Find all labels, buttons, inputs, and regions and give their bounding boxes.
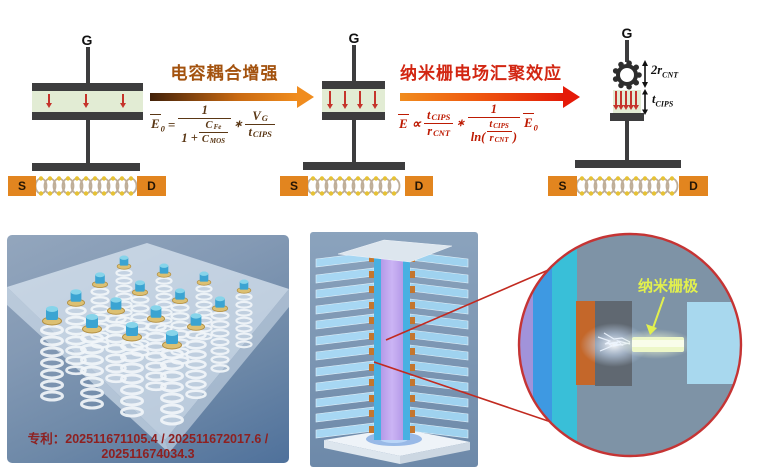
gate-stem-device3 (625, 40, 629, 62)
zoom-circle-border (517, 232, 743, 458)
field-arrow (341, 91, 348, 109)
eq2-multiply: ∗ (456, 118, 465, 130)
drain-contact-device3: D (679, 176, 708, 196)
gate-stem-device2 (352, 45, 356, 81)
field-arrow (82, 94, 89, 108)
dimension-arrow-cips (642, 89, 648, 115)
gate-label-device1: G (81, 32, 93, 48)
tower-top-face (337, 239, 453, 263)
step2-title: 纳米栅电场汇聚效应 (400, 64, 562, 83)
cnt-ring-icon (612, 60, 642, 90)
eq1-multiply: ∗ (234, 119, 243, 131)
patent-line-2: 202511674034.3 (101, 447, 195, 461)
strip-purple (519, 234, 533, 456)
pillar (40, 304, 64, 402)
eq2-rhs: E0 (523, 112, 538, 133)
field-arrow (119, 94, 126, 108)
stacked-tower-render (310, 232, 478, 467)
channel-electrode-device1 (32, 163, 140, 171)
substrate-left-face (7, 287, 169, 453)
drain-label: D (414, 179, 424, 193)
stem-device2 (352, 120, 356, 162)
process-arrow-2-head (563, 86, 580, 108)
field-arrow (371, 91, 378, 109)
stem-device1 (86, 120, 90, 163)
nano-gate-pointer (652, 296, 665, 329)
base-front-right (400, 442, 470, 464)
gate-stem-device1 (86, 47, 90, 83)
field-arrow (612, 91, 619, 110)
cnt-diameter-label: 2rCNT (651, 63, 679, 80)
patent-numbers: 专利：202511671105.4 / 202511672017.6 / 202… (7, 432, 289, 462)
dimension-arrow-cnt (642, 60, 648, 88)
eq1-equals: = (167, 116, 176, 132)
ferroelectric-layer-device3 (612, 90, 641, 113)
field-arrow (326, 91, 333, 109)
source-label: S (558, 179, 567, 193)
strip-blue (533, 234, 552, 456)
drain-contact-device1: D (137, 176, 166, 196)
step1-title: 电容耦合增强 (170, 64, 279, 83)
ferroelectric-layer-device1 (32, 91, 143, 112)
pillar-array-scene (7, 243, 289, 453)
field-arrow (622, 91, 629, 110)
channel-electrode-device2 (303, 162, 405, 170)
gate-label-device2: G (348, 30, 360, 46)
drain-contact-device2: D (405, 176, 433, 196)
nano-gate-pointer-head (646, 324, 657, 335)
source-contact-device3: S (548, 176, 577, 196)
eq2-propto: ∝ (411, 115, 421, 131)
channel-electrode-device3 (575, 160, 681, 168)
process-arrow-2 (400, 93, 563, 101)
nano-gate-label: 纳米栅极 (638, 277, 699, 295)
process-arrow-1-head (297, 86, 314, 108)
nano-gate-bar-core (632, 340, 684, 347)
source-contact-device2: S (280, 176, 308, 196)
stacked-tower-scene (315, 239, 470, 464)
bottom-electrode-device1 (32, 112, 143, 120)
field-arrow (45, 94, 52, 108)
drain-label: D (147, 179, 156, 193)
channel-block-light (687, 302, 741, 384)
field-arrow (617, 91, 624, 110)
eq1-lhs: E0 (150, 113, 165, 134)
cnt-channel-chain-device2 (308, 176, 401, 196)
zoom-circle-scene: 纳米栅极 (517, 232, 743, 458)
bottom-electrode-device3 (610, 113, 644, 121)
patent-line-1: 专利：202511671105.4 / 202511672017.6 / (27, 432, 269, 446)
pillar-array-render: 专利：202511671105.4 / 202511672017.6 / 202… (7, 235, 289, 463)
cnt-channel-chain-device1 (36, 176, 137, 196)
top-electrode-device2 (322, 81, 385, 89)
bottom-electrode-device2 (322, 112, 385, 120)
top-electrode-device1 (32, 83, 143, 91)
spine-left-strip (374, 246, 381, 440)
strip-cyan (552, 234, 577, 456)
spine-core (381, 246, 403, 440)
cnt-channel-chain-device3 (577, 176, 679, 196)
field-arrow (356, 91, 363, 109)
source-label: S (17, 179, 26, 193)
ferroelectric-layer-device2 (322, 89, 385, 112)
process-arrow-1 (150, 93, 297, 101)
source-label: S (289, 179, 298, 193)
zoom-circle-render: 纳米栅极 (514, 229, 746, 461)
cips-thickness-label: tCIPS (652, 92, 674, 109)
eq2-lhs: E (398, 113, 409, 131)
gate-label-device3: G (621, 25, 633, 41)
drain-label: D (689, 179, 698, 193)
stem-device3 (625, 121, 629, 161)
source-contact-device1: S (8, 176, 36, 196)
base-front-left (324, 440, 400, 464)
field-arrow (632, 91, 639, 110)
spine-right-strip (403, 246, 410, 440)
field-arrow (627, 91, 634, 110)
